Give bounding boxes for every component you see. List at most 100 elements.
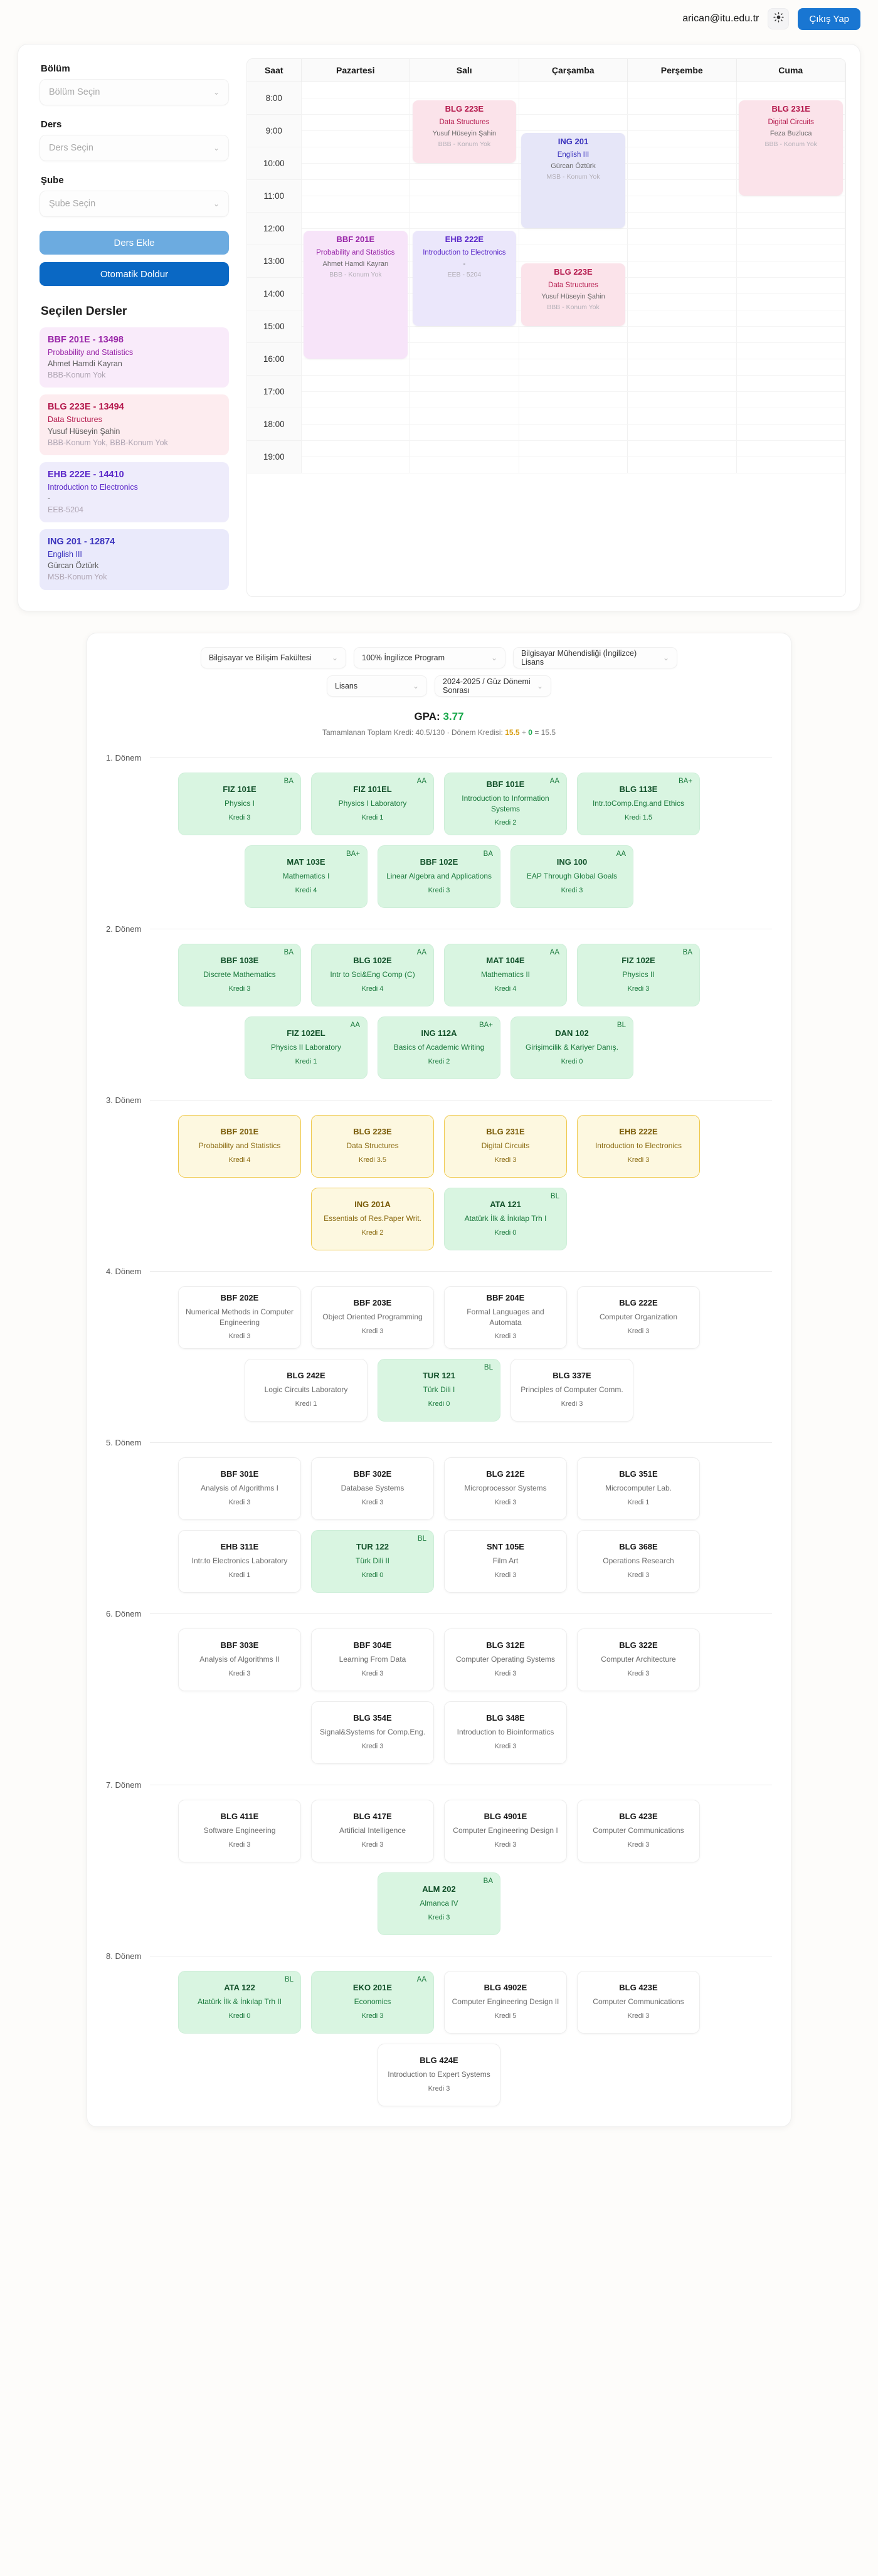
schedule-cell[interactable] (301, 147, 410, 164)
schedule-cell[interactable] (410, 163, 519, 180)
schedule-cell[interactable] (736, 310, 845, 327)
filter-faculty[interactable]: Bilgisayar ve Bilişim Fakültesi ⌄ (201, 647, 346, 668)
logout-button[interactable]: Çıkış Yap (798, 8, 860, 30)
schedule-cell[interactable] (410, 408, 519, 425)
select-ders[interactable]: Ders Seçin ⌄ (40, 135, 229, 161)
select-bolum[interactable]: Bölüm Seçin ⌄ (40, 79, 229, 105)
schedule-cell[interactable] (627, 163, 737, 180)
schedule-cell[interactable] (519, 424, 628, 441)
schedule-cell[interactable] (301, 457, 410, 473)
schedule-cell[interactable] (410, 342, 519, 359)
schedule-cell[interactable] (519, 98, 628, 115)
add-course-button[interactable]: Ders Ekle (40, 231, 229, 255)
schedule-cell[interactable] (301, 179, 410, 196)
schedule-cell[interactable] (410, 424, 519, 441)
schedule-cell[interactable] (736, 326, 845, 343)
filter-catalog-term[interactable]: 2024-2025 / Güz Dönemi Sonrası ⌄ (435, 675, 551, 697)
schedule-cell[interactable] (301, 408, 410, 425)
schedule-cell[interactable] (736, 457, 845, 473)
schedule-cell[interactable] (736, 196, 845, 213)
schedule-cell[interactable] (627, 261, 737, 278)
schedule-cell[interactable] (627, 179, 737, 196)
schedule-cell[interactable] (410, 359, 519, 376)
schedule-cell[interactable] (736, 424, 845, 441)
schedule-cell[interactable] (627, 114, 737, 131)
schedule-cell[interactable] (627, 424, 737, 441)
schedule-cell[interactable] (519, 114, 628, 131)
schedule-cell[interactable] (627, 359, 737, 376)
schedule-cell[interactable] (736, 212, 845, 229)
schedule-cell[interactable] (519, 440, 628, 457)
schedule-cell[interactable] (627, 212, 737, 229)
filter-program[interactable]: Bilgisayar Mühendisliği (İngilizce) Lisa… (513, 647, 677, 668)
schedule-cell[interactable] (410, 391, 519, 408)
schedule-cell[interactable] (519, 457, 628, 473)
schedule-cell[interactable] (410, 457, 519, 473)
schedule-cell[interactable] (301, 130, 410, 147)
schedule-cell[interactable] (627, 293, 737, 310)
schedule-cell[interactable] (627, 147, 737, 164)
schedule-cell[interactable] (736, 440, 845, 457)
schedule-cell[interactable] (736, 245, 845, 261)
schedule-cell[interactable] (301, 98, 410, 115)
filter-degree-level[interactable]: Lisans ⌄ (327, 675, 427, 697)
schedule-cell[interactable] (736, 342, 845, 359)
schedule-cell[interactable] (736, 391, 845, 408)
schedule-cell[interactable] (410, 82, 519, 98)
schedule-cell[interactable] (519, 326, 628, 343)
schedule-cell[interactable] (736, 359, 845, 376)
schedule-cell[interactable] (519, 408, 628, 425)
schedule-cell[interactable] (736, 228, 845, 245)
auto-fill-button[interactable]: Otomatik Doldur (40, 262, 229, 286)
schedule-cell[interactable] (410, 440, 519, 457)
schedule-cell[interactable] (627, 277, 737, 294)
schedule-cell[interactable] (519, 375, 628, 392)
schedule-cell[interactable] (519, 228, 628, 245)
schedule-cell[interactable] (301, 424, 410, 441)
schedule-cell[interactable] (301, 114, 410, 131)
schedule-cell[interactable] (627, 440, 737, 457)
